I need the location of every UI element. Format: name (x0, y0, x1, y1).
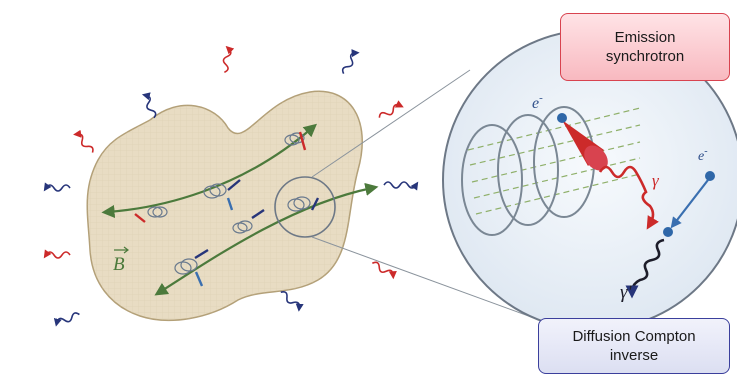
electron-helices (147, 132, 311, 275)
electron-label-top: e- (532, 92, 543, 112)
electron-path (670, 179, 709, 229)
electron-right (705, 171, 715, 181)
electron-label-right: e- (698, 146, 708, 164)
emission-synchrotron-label: Emission synchrotron (560, 13, 730, 81)
zoom-line-top (311, 69, 471, 178)
compton-line-2: inverse (609, 347, 659, 364)
field-line-lower (154, 182, 379, 296)
escaping-photons (43, 45, 419, 327)
scatter-point (663, 227, 673, 237)
compton-line-1: Diffusion Compton (572, 328, 696, 345)
synchrotron-photon (598, 165, 659, 230)
field-label: B (113, 254, 125, 275)
compton-photon (625, 238, 665, 299)
magnifier-small (274, 176, 336, 238)
electron-top (557, 113, 567, 123)
emission-line-1: Emission (614, 29, 676, 46)
emission-line-2: synchrotron (605, 48, 685, 65)
zoom-line-bottom (311, 236, 546, 323)
gamma-prime-label: γ' (620, 282, 632, 303)
gamma-label: γ (652, 171, 660, 190)
inverse-compton-label: Diffusion Compton inverse (538, 318, 730, 374)
electron-directions (134, 131, 320, 287)
